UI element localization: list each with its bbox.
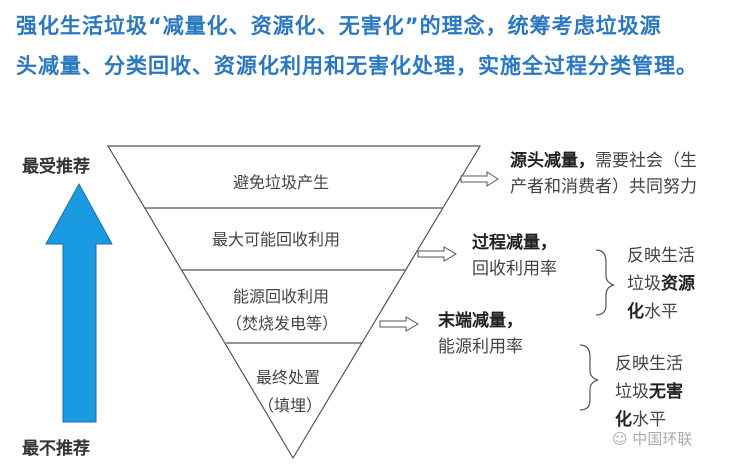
source-reduction-note: 源头减量，需要社会（生 产者和消费者）共同努力 (510, 148, 697, 200)
least-recommended-label: 最不推荐 (22, 439, 90, 459)
note-line: 垃圾 (627, 274, 661, 294)
inverted-pyramid (106, 145, 482, 460)
watermark-text: 中国环联 (632, 430, 693, 448)
source-reduction-title: 源头减量， (510, 151, 595, 171)
process-reduction-text: 回收利用率 (472, 259, 557, 279)
note-line: 反映生活 (615, 354, 683, 374)
end-reduction-note: 末端减量， 能源利用率 (438, 308, 523, 360)
resource-level-note: 反映生活 垃圾资源 化水平 (627, 242, 695, 326)
note-emphasis: 资源 (661, 274, 695, 294)
level-energy-sub: （焚烧发电等） (226, 314, 339, 333)
title-line-2: 头减量、分类回收、资源化利用和无害化处理，实施全过程分类管理。 (16, 54, 698, 78)
watermark: ☺ 中国环联 (612, 428, 692, 449)
source-reduction-text-2: 产者和消费者）共同努力 (510, 177, 697, 197)
note-emphasis: 化 (627, 302, 644, 322)
level-energy: 能源回收利用 (233, 287, 330, 306)
process-reduction-note: 过程减量， 回收利用率 (472, 230, 557, 282)
level-recycle: 最大可能回收利用 (212, 230, 341, 249)
note-line: 水平 (632, 410, 666, 430)
right-arrow-icon (379, 316, 419, 332)
level-disposal-sub: （填埋） (258, 396, 323, 415)
title-line-1: 强化生活垃圾“减量化、资源化、无害化”的理念，统筹考虑垃圾源 (16, 14, 662, 38)
brace-icon (579, 344, 599, 411)
note-emphasis: 无害 (649, 382, 683, 402)
end-reduction-title: 末端减量， (438, 311, 523, 331)
process-reduction-title: 过程减量， (472, 233, 557, 253)
note-line: 垃圾 (615, 382, 649, 402)
note-line: 水平 (644, 302, 678, 322)
note-line: 反映生活 (627, 246, 695, 266)
level-disposal: 最终处置 (256, 368, 321, 387)
harmless-level-note: 反映生活 垃圾无害 化水平 (615, 350, 683, 434)
level-avoid: 避免垃圾产生 (233, 173, 330, 192)
most-recommended-label: 最受推荐 (22, 157, 90, 177)
recommendation-arrow (45, 182, 113, 423)
right-arrow-icon (417, 246, 457, 262)
right-arrow-icon (460, 171, 499, 187)
end-reduction-text: 能源利用率 (438, 337, 523, 357)
wechat-icon: ☺ (612, 430, 633, 448)
source-reduction-text: 需要社会（生 (595, 151, 697, 171)
brace-icon (595, 249, 615, 316)
note-emphasis: 化 (615, 410, 632, 430)
